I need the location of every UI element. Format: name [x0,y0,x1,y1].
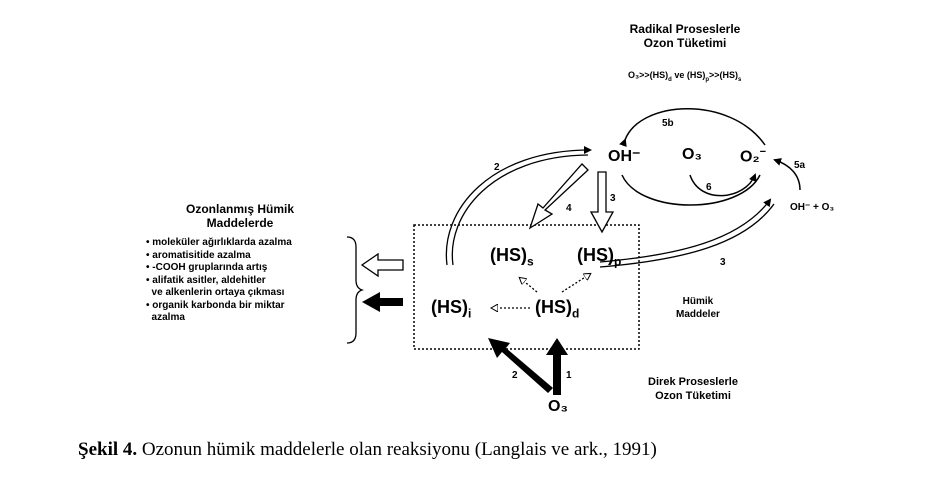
label-2-bottom: 2 [512,370,518,381]
arrow-4-hollow [528,163,589,230]
o3-label: O₃ [682,146,702,163]
hs-p-label: (HS)p [577,245,622,269]
oh-minus-label: OH⁻ [608,148,641,165]
arrow-hsd-to-hss [520,278,538,293]
list-item: • organik karbonda bir miktar [146,299,285,311]
oh-plus-o3-label: OH⁻ + O₃ [790,202,835,213]
arrow-hollow-left [360,252,404,278]
ozonated-effects-list: • moleküler ağırlıklarda azalma • aromat… [146,237,292,325]
arrow-2-direct [488,338,553,393]
humic-box-label-line1: Hümik [682,296,714,307]
list-item: ve alkenlerin ortaya çıkması [146,287,285,298]
radical-cycle-top-arc [619,108,766,148]
humic-box-label-line2: Maddeler [676,309,720,320]
arrow-3-hollow [589,171,615,234]
o2-minus-label: O₂− [740,146,766,166]
label-1: 1 [566,370,572,381]
caption-label: Şekil 4. [78,439,138,460]
arrow-hsd-to-hsp [561,274,590,293]
list-item: azalma [146,312,185,323]
hs-d-label: (HS)d [535,297,580,321]
radical-title-line2: Ozon Tüketimi [643,36,727,50]
ozonated-title: Ozonlanmış Hümik Maddelerde [150,202,330,230]
arrow-filled-left [362,292,403,312]
radical-title-line1: Radikal Proseslerle [629,22,741,36]
arrow-2-to-oh [445,146,592,266]
radical-title: Radikal Proseslerle Ozon Tüketimi [610,22,760,50]
direct-title-line1: Direk Proseslerle [648,376,738,388]
humic-box-label: Hümik Maddeler [676,295,720,321]
radical-condition: O₃>>(HS)d ve (HS)p>>(HS)s [628,70,742,83]
label-5b: 5b [662,118,674,129]
list-item: • aromatisitide azalma [146,249,251,261]
ozonated-title-line2: Maddelerde [206,216,274,230]
caption-text: Ozonun hümik maddelerle olan reaksiyonu … [137,439,657,460]
list-item: • moleküler ağırlıklarda azalma [146,237,292,248]
arrow-5a [773,158,801,191]
label-3-right: 3 [720,257,726,268]
arrow-1-direct [546,338,568,395]
label-2-top: 2 [494,162,500,173]
label-4: 4 [566,203,572,214]
label-5a: 5a [794,160,806,171]
arrow-3-to-radical [599,198,772,263]
list-item: • alifatik asitler, aldehitler [146,274,266,286]
direct-title-line2: Ozon Tüketimi [655,390,731,402]
radical-cycle-bottom-arc [689,173,757,197]
label-3-top: 3 [610,193,616,204]
list-item: • -COOH gruplarında artış [146,262,268,273]
radical-cycle-outer-arc [621,174,761,206]
right-brace [346,236,365,344]
o3-bottom-label: O₃ [548,398,568,415]
ozonated-title-line1: Ozonlanmış Hümik [185,202,295,216]
figure-caption: Şekil 4. Ozonun hümik maddelerle olan re… [78,439,657,461]
humic-substances-box [413,224,640,350]
label-6: 6 [706,182,712,193]
hs-i-label: (HS)i [431,297,472,321]
hs-s-label: (HS)s [490,245,534,269]
direct-title: Direk Proseslerle Ozon Tüketimi [618,375,768,403]
